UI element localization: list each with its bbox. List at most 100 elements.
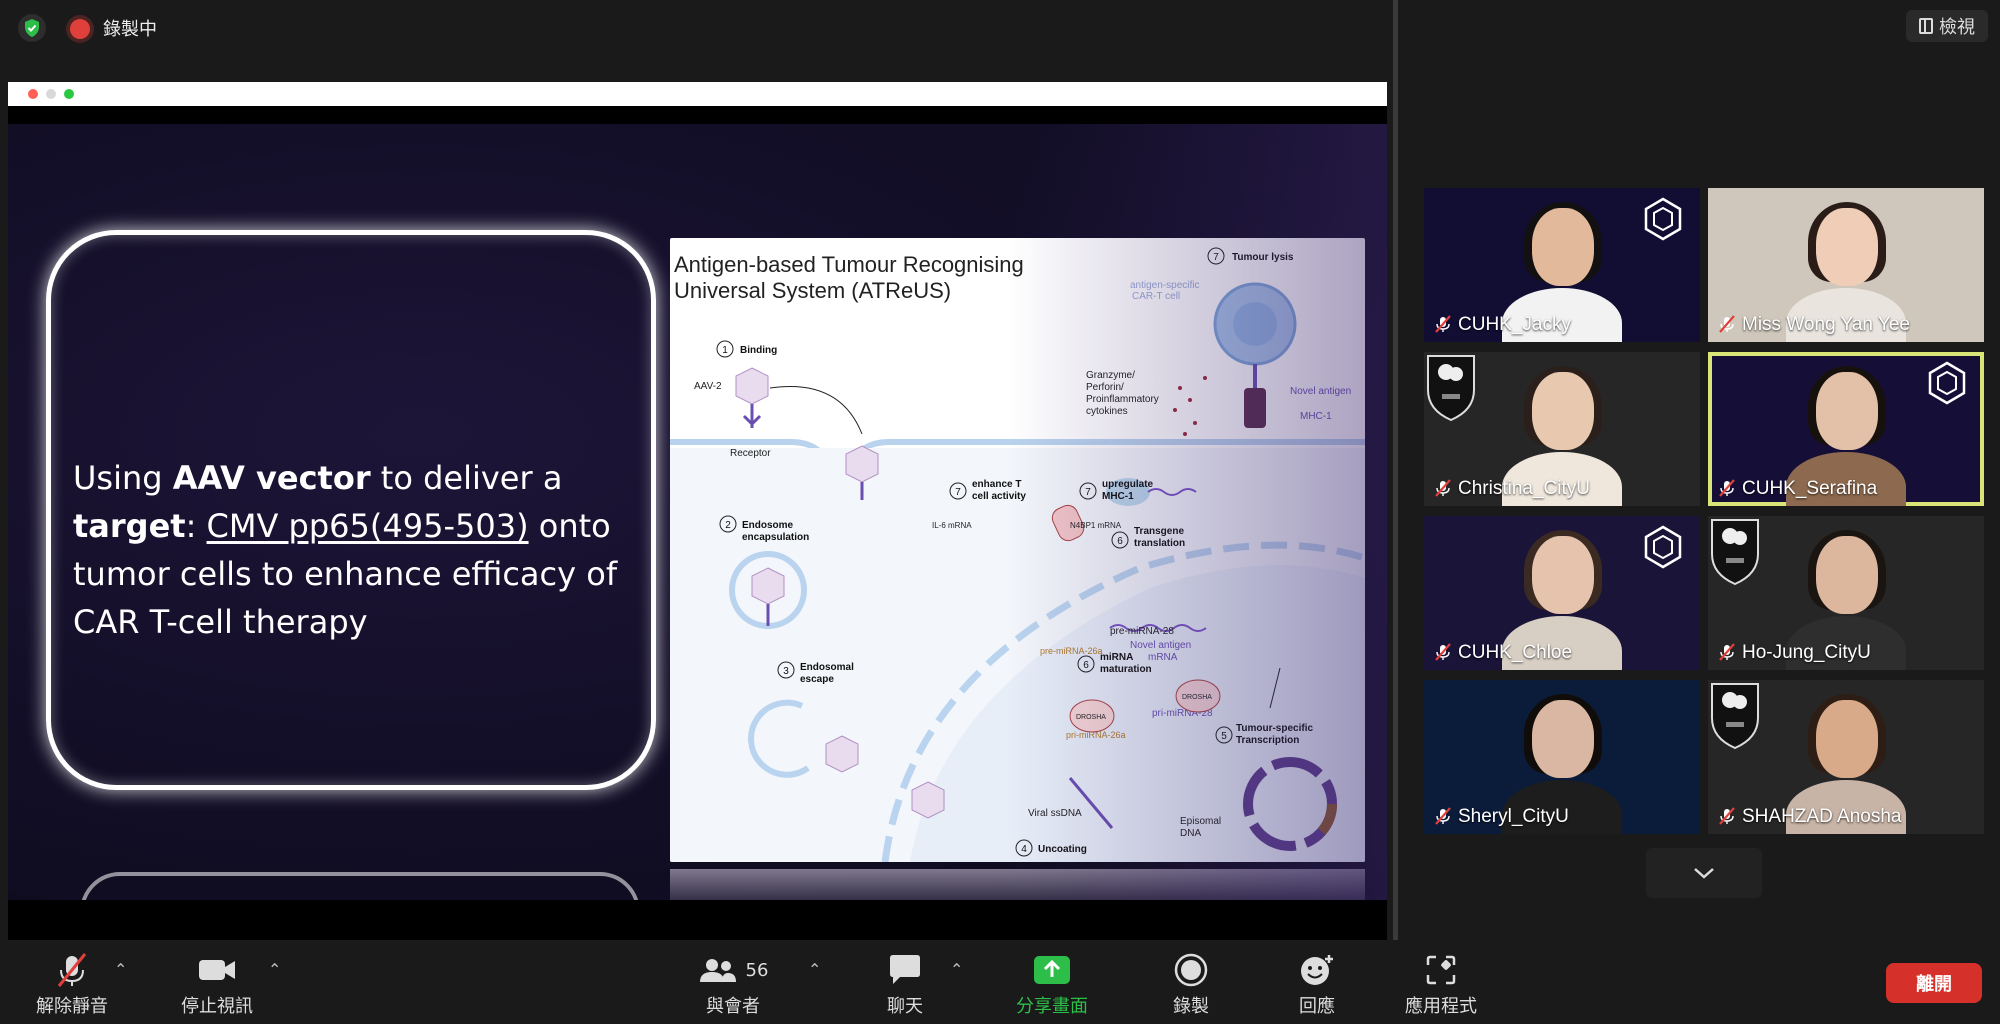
participant-tile[interactable]: Ho-Jung_CityU xyxy=(1708,516,1984,670)
arrow xyxy=(769,386,863,435)
participant-tile[interactable]: CUHK_Serafina xyxy=(1708,352,1984,506)
label-aav2: AAV-2 xyxy=(694,381,722,392)
panel-divider[interactable] xyxy=(1393,0,1398,940)
label-transcription: Transcription xyxy=(1236,735,1299,746)
label-proinflammatory: Proinflammatory xyxy=(1086,394,1159,405)
aav-capsid xyxy=(845,445,879,483)
aav-capsid xyxy=(751,567,785,605)
step-number: 3 xyxy=(783,666,789,677)
shared-window-titlebar xyxy=(8,82,1387,106)
mhc1-complex xyxy=(1244,388,1266,428)
mrna xyxy=(1147,488,1197,496)
reactions-label: 回應 xyxy=(1299,996,1335,1017)
label-antigen-specific: antigen-specific xyxy=(1130,280,1199,291)
participant-video xyxy=(1502,366,1622,506)
mic-muted-icon xyxy=(1435,479,1451,497)
audio-options-chevron-up-icon[interactable]: ⌃ xyxy=(114,960,128,979)
label-escape: escape xyxy=(800,674,834,685)
label-novel-antigen-mrna: Novel antigen xyxy=(1130,640,1191,651)
chat-button[interactable]: 聊天 xyxy=(850,950,960,1018)
view-button[interactable]: 檢視 xyxy=(1906,10,1988,42)
stop-video-button[interactable]: 停止視訊 xyxy=(162,950,272,1018)
participant-tile[interactable]: Sheryl_CityU xyxy=(1424,680,1700,834)
participant-name: Ho-Jung_CityU xyxy=(1742,642,1871,663)
leave-meeting-button[interactable]: 離開 xyxy=(1886,963,1982,1003)
reactions-button[interactable]: 回應 xyxy=(1262,950,1372,1018)
participant-tile[interactable]: Christina_CityU xyxy=(1424,352,1700,506)
aav-capsid xyxy=(825,735,859,773)
step-number: 7 xyxy=(1213,252,1219,263)
recording-indicator-icon[interactable] xyxy=(70,19,90,39)
mrna xyxy=(1109,624,1207,632)
label-mirna: miRNA xyxy=(1100,652,1133,663)
text-part: : xyxy=(185,507,207,545)
label-drosha: DROSHA xyxy=(1182,694,1212,701)
step-badge xyxy=(777,661,795,679)
cytokine-dots xyxy=(1173,376,1207,436)
step-badge xyxy=(1015,839,1033,857)
grid-icon xyxy=(1919,18,1933,34)
participants-icon xyxy=(699,959,736,982)
episomal-dna xyxy=(1243,757,1337,851)
step-number: 7 xyxy=(1085,487,1091,498)
label-encapsulation: encapsulation xyxy=(742,532,809,543)
video-options-chevron-up-icon[interactable]: ⌃ xyxy=(268,960,282,979)
participant-name: Miss Wong Yan Yee xyxy=(1742,314,1910,335)
participant-name: CUHK_Serafina xyxy=(1742,478,1878,499)
text-part: Using xyxy=(73,459,173,497)
receptor xyxy=(742,404,762,428)
security-shield-icon[interactable] xyxy=(18,14,46,42)
participant-tile[interactable]: SHAHZAD Anosha xyxy=(1708,680,1984,834)
receptor-protein xyxy=(1051,504,1085,542)
aav-capsid xyxy=(735,367,769,405)
step-number: 7 xyxy=(955,487,961,498)
step-number: 6 xyxy=(1117,536,1123,547)
slide-text: Using AAV vector to deliver a target: CM… xyxy=(73,454,633,646)
participant-video xyxy=(1786,202,1906,342)
label-mhc1-up: MHC-1 xyxy=(1102,491,1134,502)
step-number: 5 xyxy=(1221,731,1227,742)
participant-name: Sheryl_CityU xyxy=(1458,806,1569,827)
record-button[interactable]: 錄製 xyxy=(1136,950,1246,1018)
record-label: 錄製 xyxy=(1173,996,1209,1017)
chat-label: 聊天 xyxy=(887,996,923,1017)
label-pre-mirna-26a: pre-miRNA-26a xyxy=(1040,646,1103,656)
mic-muted-icon xyxy=(1435,807,1451,825)
unmute-button[interactable]: 解除靜音 xyxy=(17,950,127,1018)
step-badge xyxy=(949,482,967,500)
participants-options-chevron-up-icon[interactable]: ⌃ xyxy=(808,960,822,979)
broken-endosome xyxy=(748,699,810,778)
view-label: 檢視 xyxy=(1939,17,1975,38)
gallery-scroll-down-button[interactable] xyxy=(1646,848,1762,898)
presentation-slide: Using AAV vector to deliver a target: CM… xyxy=(8,124,1387,900)
chat-icon xyxy=(890,955,920,984)
participants-button[interactable]: 56 與會者 xyxy=(678,950,788,1018)
label-binding: Binding xyxy=(740,345,777,356)
label-dna: DNA xyxy=(1180,828,1201,839)
ribosome xyxy=(1106,478,1150,506)
label-endosome: Endosome xyxy=(742,520,794,531)
close-dot-icon xyxy=(28,89,38,99)
apps-button[interactable]: 應用程式 xyxy=(1386,950,1496,1018)
mic-muted-icon xyxy=(1719,315,1735,333)
atreus-diagram: Antigen-based Tumour Recognising Univers… xyxy=(670,238,1365,862)
glow-frame xyxy=(46,230,656,790)
mic-muted-icon xyxy=(1435,643,1451,661)
step-badge xyxy=(1077,655,1095,673)
participant-tile[interactable]: CUHK_Jacky xyxy=(1424,188,1700,342)
atreus-logo-icon xyxy=(1928,361,1966,405)
label-tumour-specific: Tumour-specific xyxy=(1236,723,1313,734)
aav-capsid xyxy=(911,781,945,819)
participant-video xyxy=(1786,694,1906,834)
participants-count: 56 xyxy=(745,959,769,981)
promoter xyxy=(1243,757,1337,851)
label-perforin: Perforin/ xyxy=(1086,382,1124,393)
chat-options-chevron-up-icon[interactable]: ⌃ xyxy=(950,960,964,979)
participants-label: 與會者 xyxy=(706,996,760,1017)
label-upregulate: upregulate xyxy=(1102,479,1154,490)
diagram-title: Antigen-based Tumour Recognising Univers… xyxy=(674,252,1024,303)
participant-video xyxy=(1786,366,1906,506)
share-screen-button[interactable]: 分享畫面 xyxy=(997,950,1107,1018)
participant-tile[interactable]: CUHK_Chloe xyxy=(1424,516,1700,670)
participant-tile[interactable]: Miss Wong Yan Yee xyxy=(1708,188,1984,342)
